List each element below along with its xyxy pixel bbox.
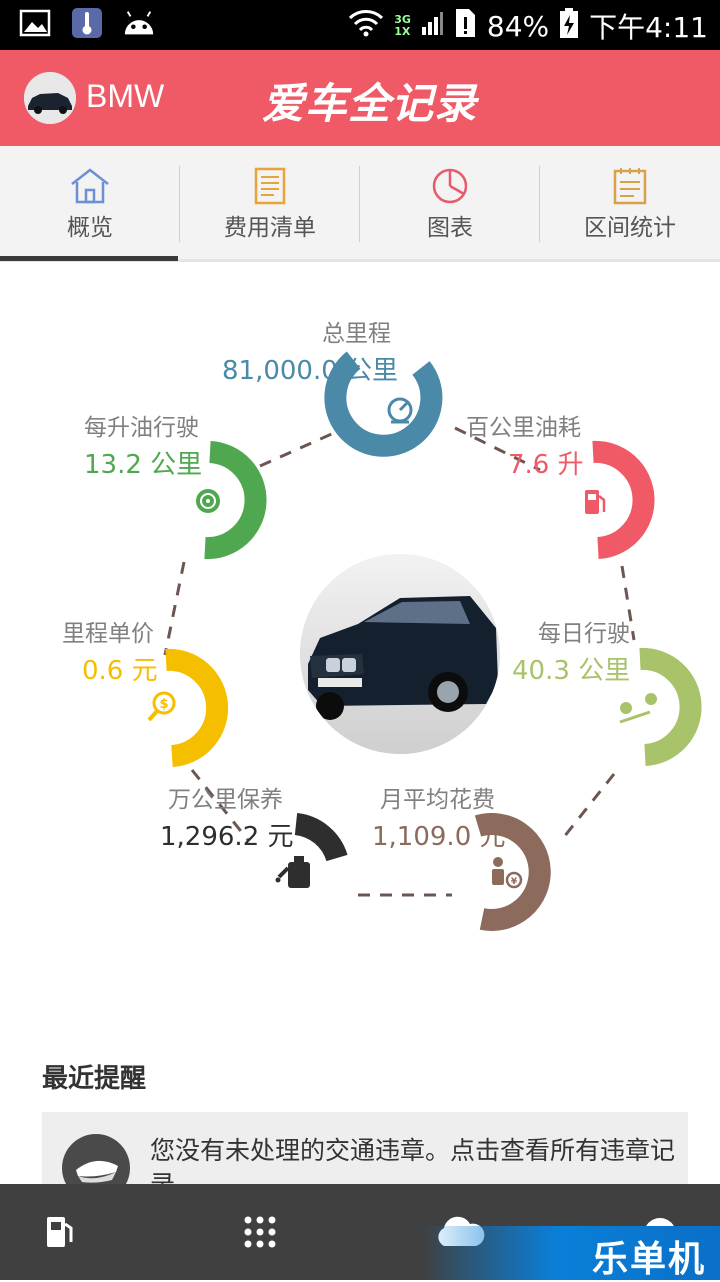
total-mileage-label: 总里程 [322,321,391,347]
car-photo[interactable] [300,554,500,754]
speedometer-icon [387,397,413,424]
app-header: BMW 爱车全记录 [0,50,720,146]
tab-charts[interactable]: 图表 [360,146,540,262]
monthly-cost-value: 1,109.0 元 [372,822,506,852]
maintenance-gauge[interactable] [275,813,348,888]
battery-percent: 84% [486,9,550,43]
reminder-text: 您没有未处理的交通违章。点击查看所有违章记录。 [150,1136,676,1199]
grid-menu-button[interactable] [230,1206,290,1258]
tab-overview[interactable]: 概览 [0,146,180,262]
tab-divider [359,166,360,242]
cost-per-km-value: 0.6 元 [82,656,158,686]
tab-baseline [0,259,720,262]
total-mileage-gauge[interactable] [324,351,443,457]
daily-distance-value: 40.3 公里 [512,656,631,686]
total-mileage-value: 81,000.0 公里 [222,356,399,386]
daily-distance-label: 每日行驶 [538,621,630,647]
wifi-icon [348,9,384,44]
km-per-liter-gauge[interactable] [196,441,267,560]
stats-graphic: $ ¥ [147,351,702,931]
tab-divider [179,166,180,242]
monthly-cost-gauge[interactable]: ¥ [474,813,551,931]
daily-distance-gauge[interactable] [619,647,702,766]
status-bar: 3G 1X 84% 下午4:11 [0,0,720,50]
coin-search-icon: $ [147,691,176,722]
signal-icon [421,9,443,44]
clock: 下午4:11 [589,11,708,44]
car-name[interactable]: BMW [86,78,165,114]
cost-per-km-label: 里程单价 [62,621,154,647]
person-money-icon: ¥ [492,857,523,889]
tab-selected-indicator [0,256,178,261]
svg-text:¥: ¥ [511,877,518,887]
oil-can-icon [275,856,310,888]
network-indicator: 3G 1X [394,13,411,38]
steering-wheel-icon [196,489,220,513]
route-pin-icon [619,693,657,724]
fuel-pump-icon [585,490,606,514]
km-per-liter-label: 每升油行驶 [84,415,199,441]
km-per-liter-value: 13.2 公里 [84,450,203,480]
reminders-heading: 最近提醒 [42,1064,147,1094]
maintenance-label: 万公里保养 [168,787,283,813]
android-icon [122,8,156,38]
fuel-per-100km-gauge[interactable] [585,440,655,559]
maintenance-value: 1,296.2 元 [160,822,294,852]
tab-bar: 概览 费用清单 图表 区间统计 [0,146,720,262]
sim-alert-icon [453,7,477,46]
notepad-icon [606,166,654,206]
fuel-pump-icon [47,1217,73,1247]
thermometer-icon [70,8,104,38]
watermark-logo: 乐单机 [420,1226,720,1280]
app-title: 爱车全记录 [262,79,478,128]
fuel-per-100km-value: 7.6 升 [508,450,584,480]
tab-range-stats[interactable]: 区间统计 [540,146,720,262]
connector-lines [163,426,636,897]
grid-icon [244,1216,276,1248]
pie-chart-icon [426,166,474,206]
fuel-per-100km-label: 百公里油耗 [466,415,581,441]
monthly-cost-label: 月平均花费 [380,787,495,813]
receipt-icon [246,166,294,206]
svg-text:$: $ [159,697,168,712]
fuel-pump-button[interactable] [30,1206,90,1258]
tab-expense-list[interactable]: 费用清单 [180,146,360,262]
battery-charging-icon [559,7,579,46]
tab-divider [539,166,540,242]
car-avatar[interactable] [24,72,76,124]
house-icon [66,166,114,206]
gallery-icon [18,8,52,38]
cost-per-km-gauge[interactable]: $ [147,648,229,767]
